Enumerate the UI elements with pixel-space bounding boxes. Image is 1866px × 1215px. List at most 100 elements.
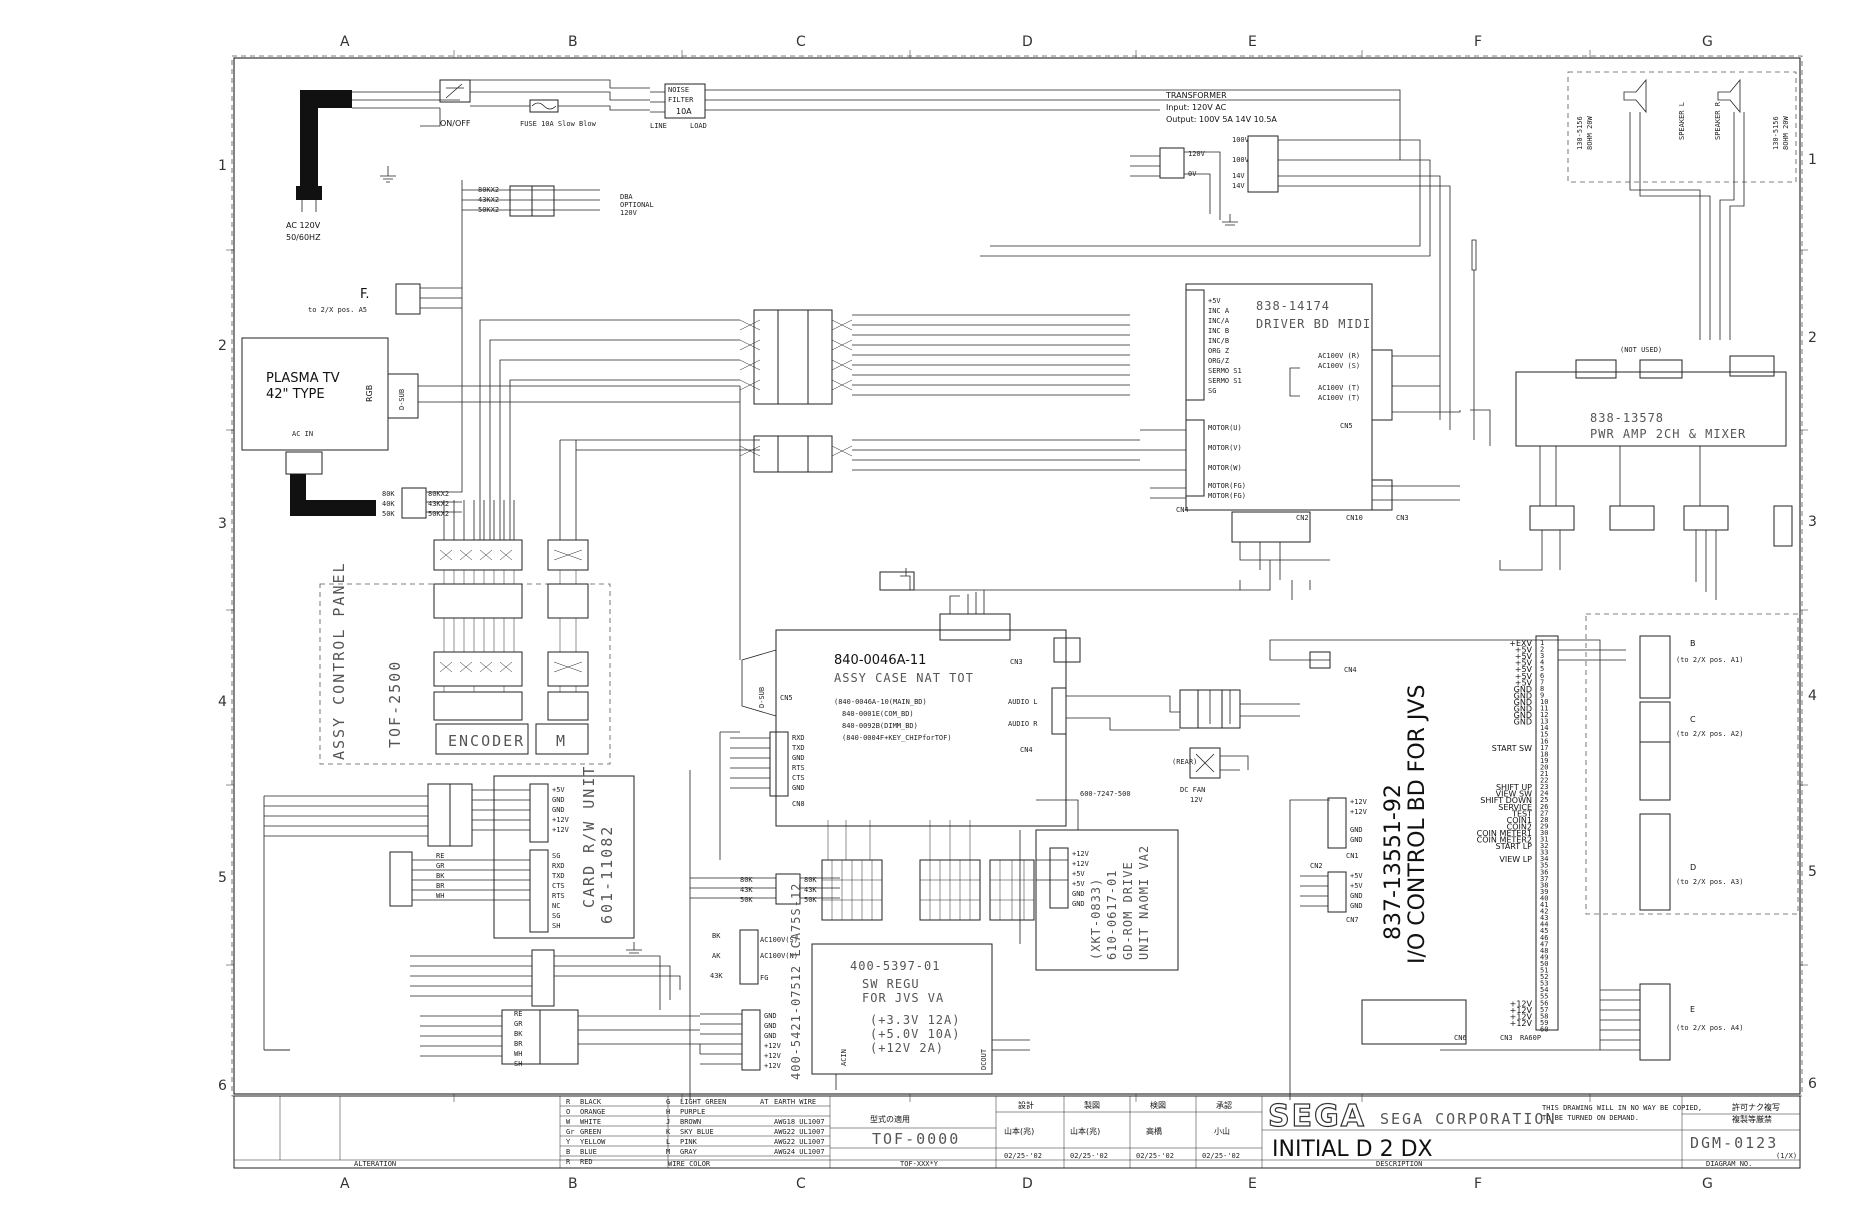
io-pin-number: 59 bbox=[1540, 1019, 1548, 1027]
wire-color-cell: ORANGE bbox=[580, 1108, 605, 1116]
f-wires bbox=[420, 287, 462, 309]
amp-board bbox=[1515, 371, 1787, 447]
wire-color-cell: BLUE bbox=[580, 1148, 597, 1156]
ac-plug-cord bbox=[300, 90, 318, 190]
row-3-right: 3 bbox=[1808, 514, 1817, 530]
control-panel-section: ASSY CONTROL PANEL TOF-2500 ENCODER M bbox=[319, 439, 760, 765]
row-5-right: 5 bbox=[1808, 864, 1817, 880]
driver-pin-10: SG bbox=[1208, 387, 1216, 395]
gdrom-pin-1: +12V bbox=[1072, 850, 1090, 858]
gdrom-outline bbox=[1035, 829, 1179, 971]
title-block-dividers bbox=[234, 1096, 1800, 1168]
sign-header-1: 設計 bbox=[1018, 1100, 1034, 1110]
fuse-glyph bbox=[531, 102, 557, 110]
speaker-r-label: SPEAKER R bbox=[1714, 101, 1722, 140]
io-pin-number: 21 bbox=[1540, 770, 1548, 778]
io-pin-number: 40 bbox=[1540, 894, 1548, 902]
ac-plug-head bbox=[296, 186, 322, 200]
regu-pin-3: GND bbox=[764, 1032, 777, 1040]
io-pin-number: 38 bbox=[1540, 881, 1548, 889]
cp-upper-wires bbox=[443, 439, 760, 540]
naomi-audio-conn bbox=[1051, 687, 1067, 735]
amp-conn-top-2 bbox=[1639, 359, 1683, 379]
driver-cn4-label: CN4 bbox=[1176, 506, 1189, 514]
tof-label: TOF-XXX*Y bbox=[900, 1160, 939, 1168]
plasma-rgb-cable bbox=[418, 385, 741, 660]
io-pin-label: TEST bbox=[1511, 809, 1532, 818]
io-pin-number: 24 bbox=[1540, 790, 1548, 798]
regu-out-2: (+5.0V 10A) bbox=[870, 1027, 960, 1041]
io-pin-number: 28 bbox=[1540, 816, 1548, 824]
io-pin-label: +12V bbox=[1510, 1012, 1533, 1021]
io-title: I/O CONTROL BD FOR JVS bbox=[1405, 685, 1430, 964]
io-pwr-6: +5V bbox=[1350, 882, 1363, 890]
gdrom-pin-4: +5V bbox=[1072, 880, 1085, 888]
signer-4: 小山 bbox=[1214, 1126, 1230, 1136]
io-cn2-label: CN2 bbox=[1310, 862, 1323, 870]
audio-out-wires bbox=[1066, 690, 1300, 731]
wire-color-cell: O bbox=[566, 1108, 570, 1116]
io-part: 837-13551-92 bbox=[1381, 784, 1406, 940]
io-pin-number: 52 bbox=[1540, 973, 1548, 981]
sign-header-4: 承認 bbox=[1216, 1100, 1232, 1110]
power-switch bbox=[439, 79, 471, 103]
io-pin-label: +5V bbox=[1515, 678, 1533, 687]
card-rw-serial-7: SG bbox=[552, 912, 560, 920]
row-3-left: 3 bbox=[218, 516, 227, 532]
io-pin-number: 11 bbox=[1540, 705, 1548, 713]
io-pin-number: 18 bbox=[1540, 750, 1548, 758]
harness-conn-b bbox=[777, 309, 809, 405]
conn-c-letter: C bbox=[1690, 715, 1696, 724]
switch-label: ON/OFF bbox=[440, 119, 471, 128]
driver-pin-labels: +5V INC A INC/A INC B INC/B ORG Z ORG/Z … bbox=[1208, 297, 1242, 395]
io-pin-number: 27 bbox=[1540, 809, 1548, 817]
branch-wires-to-dba bbox=[461, 180, 600, 410]
naomi-cn3: CN3 bbox=[1010, 658, 1023, 666]
io-pin-number: 44 bbox=[1540, 921, 1548, 929]
amp-wires bbox=[1470, 239, 1717, 600]
card-rw-wire-gr: GR bbox=[436, 862, 445, 870]
naomi-sub-2: 840-0001E(COM_BD) bbox=[842, 710, 914, 718]
harness-conn-d bbox=[753, 435, 779, 473]
io-cn3 bbox=[1535, 635, 1559, 1031]
io-pin-number: 53 bbox=[1540, 980, 1548, 988]
gdrom-pin-3: +5V bbox=[1072, 870, 1085, 878]
dba-connector bbox=[509, 185, 533, 217]
card-rw-pin-1: +5V bbox=[552, 786, 565, 794]
io-pin-number: 13 bbox=[1540, 718, 1548, 726]
conn-d bbox=[1639, 813, 1671, 911]
io-pin-number: 5 bbox=[1540, 665, 1544, 673]
driver-ac100-t2: AC100V (T) bbox=[1318, 394, 1360, 402]
row-4-right: 4 bbox=[1808, 688, 1817, 704]
io-pin-number: 37 bbox=[1540, 875, 1548, 883]
io-pin-number: 42 bbox=[1540, 908, 1548, 916]
wire-color-cell: AWG22 UL1007 bbox=[774, 1128, 825, 1136]
wire-color-cell: H bbox=[666, 1108, 670, 1116]
card-rw-harness-3 bbox=[389, 851, 413, 907]
naomi-cn4: CN4 bbox=[1020, 746, 1033, 754]
ac-bk: BK bbox=[712, 932, 721, 940]
pd-wire-1: 80K bbox=[740, 876, 753, 884]
regu-out-1: (+3.3V 12A) bbox=[870, 1013, 960, 1027]
transformer-primary bbox=[1159, 147, 1185, 179]
regu-pin-2: GND bbox=[764, 1022, 777, 1030]
pd-wire-6: 50K bbox=[804, 896, 817, 904]
io-pin-label: VIEW SW bbox=[1496, 790, 1532, 799]
gdrom-pin-2: +12V bbox=[1072, 860, 1090, 868]
card-rw-title: CARD R/W UNIT bbox=[580, 765, 598, 908]
row-1-left: 1 bbox=[218, 158, 227, 174]
date-3: 02/25-'02 bbox=[1136, 1152, 1174, 1160]
io-pin-number: 2 bbox=[1540, 646, 1544, 654]
io-pin-number: 41 bbox=[1540, 901, 1548, 909]
dimm-ladders bbox=[821, 820, 1035, 921]
io-pin-number: 50 bbox=[1540, 960, 1548, 968]
row-2-left: 2 bbox=[218, 338, 227, 354]
fan-label: DC FAN bbox=[1180, 786, 1205, 794]
speaker-wires bbox=[1629, 112, 1745, 340]
conn-e-note: (to 2/X pos. A4) bbox=[1676, 1024, 1743, 1032]
pd-wire-3: 50K bbox=[740, 896, 753, 904]
card-rw-serial-1: SG bbox=[552, 852, 560, 860]
amp-conn-bottom-3 bbox=[1683, 505, 1729, 531]
naomi-gnd2: GND bbox=[792, 784, 805, 792]
plasma-cord-h bbox=[290, 500, 376, 516]
